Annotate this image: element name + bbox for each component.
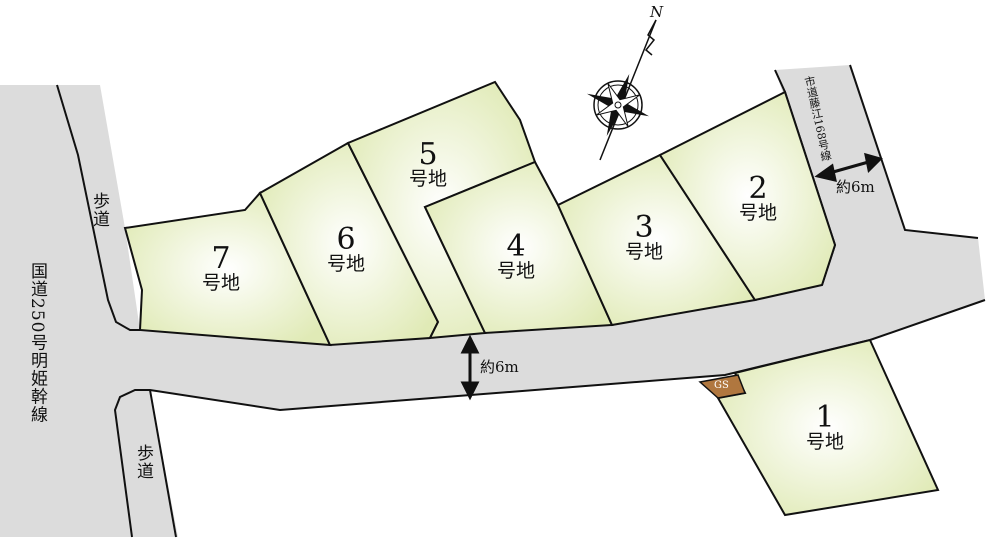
gs-label: GS <box>714 380 729 391</box>
lot-suffix: 号地 <box>738 202 777 224</box>
lot-number: 3 <box>634 210 654 245</box>
municipal-road-width: 約6m <box>836 178 875 196</box>
lot-number: 7 <box>211 241 231 276</box>
lot-number: 1 <box>815 400 835 435</box>
main-road-width: 約6m <box>480 358 519 376</box>
lot-suffix: 号地 <box>496 260 535 282</box>
lot-number: 5 <box>418 137 438 172</box>
lot-number: 4 <box>506 229 526 264</box>
road-area <box>0 65 985 537</box>
sidewalk-label-bottom: 歩道 <box>133 444 153 480</box>
national-road-label: 国道250号明姫幹線 <box>27 262 47 424</box>
lot-suffix: 号地 <box>201 272 240 294</box>
width-arrow-municipal <box>814 152 883 183</box>
north-label: N <box>650 3 664 21</box>
lot-suffix: 号地 <box>805 431 844 453</box>
lot-suffix: 号地 <box>624 241 663 263</box>
sidewalk-label-top: 歩道 <box>89 192 109 228</box>
width-arrow-main <box>460 334 480 401</box>
lot-7[interactable] <box>123 191 332 347</box>
gas-station-marker <box>698 374 747 399</box>
lot-2[interactable] <box>658 90 837 302</box>
sidewalk-line <box>56 84 140 331</box>
lot-suffix: 号地 <box>408 168 447 190</box>
municipal-road-line <box>849 64 979 239</box>
lot-number: 6 <box>336 222 356 257</box>
compass-rose-icon <box>586 19 657 161</box>
sidewalk-line <box>149 389 177 538</box>
lot-suffix: 号地 <box>326 253 365 275</box>
lot-number: 2 <box>748 171 768 206</box>
